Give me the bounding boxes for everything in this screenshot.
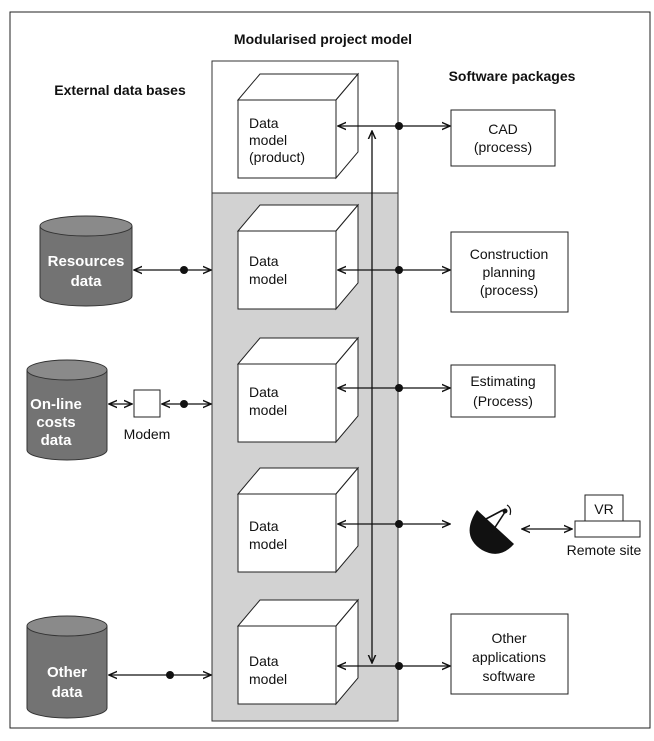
model-5-line-1: Data (249, 653, 279, 669)
package-cad: CAD (process) (450, 109, 556, 167)
connector-cad (338, 122, 450, 130)
package-other-line-3: software (483, 668, 536, 684)
package-other-line-2: applications (472, 649, 546, 665)
model-1-line-3: (product) (249, 149, 305, 165)
connector-estimating (338, 384, 450, 392)
package-construction-line-2: planning (483, 264, 536, 280)
remote-screen-label: VR (594, 501, 613, 517)
model-2-line-2: model (249, 271, 287, 287)
package-construction-line-1: Construction (470, 246, 549, 262)
remote-site-label: Remote site (567, 542, 642, 558)
model-4-line-1: Data (249, 518, 279, 534)
connector-modem-model (162, 400, 211, 408)
database-other-line-1: Other (47, 664, 87, 681)
database-online-line-1: On-line (30, 396, 82, 413)
package-estimating: Estimating (Process) (450, 364, 556, 418)
database-resources-line-2: data (71, 273, 103, 290)
connector-remote-site (338, 520, 450, 528)
modem-box (133, 389, 161, 418)
model-1-line-1: Data (249, 115, 279, 131)
package-estimating-line-2: (Process) (473, 393, 533, 409)
package-cad-line-2: (process) (474, 139, 532, 155)
database-online-costs: On-line costs data (26, 359, 108, 461)
model-2-line-1: Data (249, 253, 279, 269)
package-construction-line-3: (process) (480, 282, 538, 298)
connector-resources (134, 266, 211, 274)
package-cad-line-1: CAD (488, 121, 518, 137)
database-online-line-3: data (41, 432, 73, 449)
database-resources: Resources data (39, 215, 133, 307)
package-other-line-1: Other (491, 630, 526, 646)
connector-other-applications (338, 662, 450, 670)
remote-base (574, 520, 641, 538)
software-packages-heading: Software packages (449, 68, 576, 84)
model-1-line-2: model (249, 132, 287, 148)
database-other-line-2: data (52, 684, 84, 701)
connector-construction-planning (338, 266, 450, 274)
model-5-line-2: model (249, 671, 287, 687)
data-model-cube-3: Data model (236, 336, 360, 444)
data-model-cube-4: Data model (236, 466, 360, 574)
satellite-dish-icon (469, 504, 514, 554)
data-model-cube-5: Data model (236, 598, 360, 706)
data-model-cube-1: Data model (product) (236, 72, 360, 180)
data-model-cube-2: Data model (236, 203, 360, 311)
package-other-applications: Other applications software (450, 613, 569, 695)
remote-terminal: VR (574, 494, 641, 538)
database-other: Other data (26, 615, 108, 719)
package-estimating-line-1: Estimating (470, 373, 535, 389)
connector-other-data (109, 671, 211, 679)
modem-label: Modem (124, 426, 171, 442)
database-resources-line-1: Resources (48, 253, 125, 270)
database-online-line-2: costs (36, 414, 75, 431)
model-3-line-1: Data (249, 384, 279, 400)
model-3-line-2: model (249, 402, 287, 418)
external-databases-heading: External data bases (54, 82, 186, 98)
diagram-title: Modularised project model (234, 31, 412, 47)
package-construction-planning: Construction planning (process) (450, 231, 569, 313)
model-4-line-2: model (249, 536, 287, 552)
